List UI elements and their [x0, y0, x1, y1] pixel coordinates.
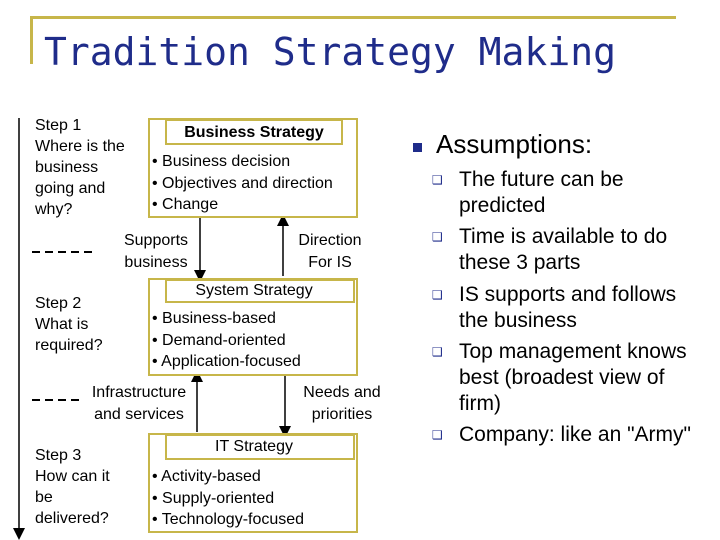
assumption-item: IS supports and follows the business [459, 283, 677, 332]
frame-top-line [30, 16, 676, 19]
business-strategy-items: • Business decision • Objectives and dir… [152, 153, 333, 213]
checkbox-bullet-icon: ❑ [432, 428, 443, 442]
step-1-text: Step 1 Where is the business going and w… [35, 117, 125, 218]
business-strategy-title: Business Strategy [184, 124, 324, 141]
system-strategy-title-box [165, 279, 355, 303]
label-infrastructure-services: Infrastructure and services [84, 382, 194, 425]
it-strategy-title: IT Strategy [215, 438, 293, 455]
checkbox-bullet-icon: ❑ [432, 345, 443, 359]
assumption-item: Company: like an "Army" [459, 423, 691, 446]
system-strategy-items: • Business-based • Demand-oriented • App… [152, 310, 301, 370]
label-supports-business: Supports business [118, 230, 194, 273]
it-strategy-title-box [165, 434, 355, 460]
system-strategy-title: System Strategy [195, 282, 313, 299]
slide-title: Tradition Strategy Making [44, 30, 616, 74]
checkbox-bullet-icon: ❑ [432, 173, 443, 187]
label-direction-for-is: Direction For IS [290, 230, 370, 273]
assumption-item: The future can be predicted [459, 168, 624, 217]
assumption-item: Time is available to do these 3 parts [459, 225, 668, 274]
assumption-item: Top management knows best (broadest view… [459, 340, 687, 415]
business-strategy-title-box [165, 119, 343, 145]
checkbox-bullet-icon: ❑ [432, 230, 443, 244]
checkbox-bullet-icon: ❑ [432, 288, 443, 302]
assumptions-heading: Assumptions: [436, 129, 593, 159]
step-3-text: Step 3 How can it be delivered? [35, 447, 110, 527]
it-strategy-items: • Activity-based • Supply-oriented • Tec… [152, 468, 305, 528]
frame-left-line [30, 16, 33, 64]
assumptions-bullet-icon [413, 143, 422, 152]
step-2-text: Step 2 What is required? [35, 295, 103, 354]
label-needs-priorities: Needs and priorities [296, 382, 388, 425]
